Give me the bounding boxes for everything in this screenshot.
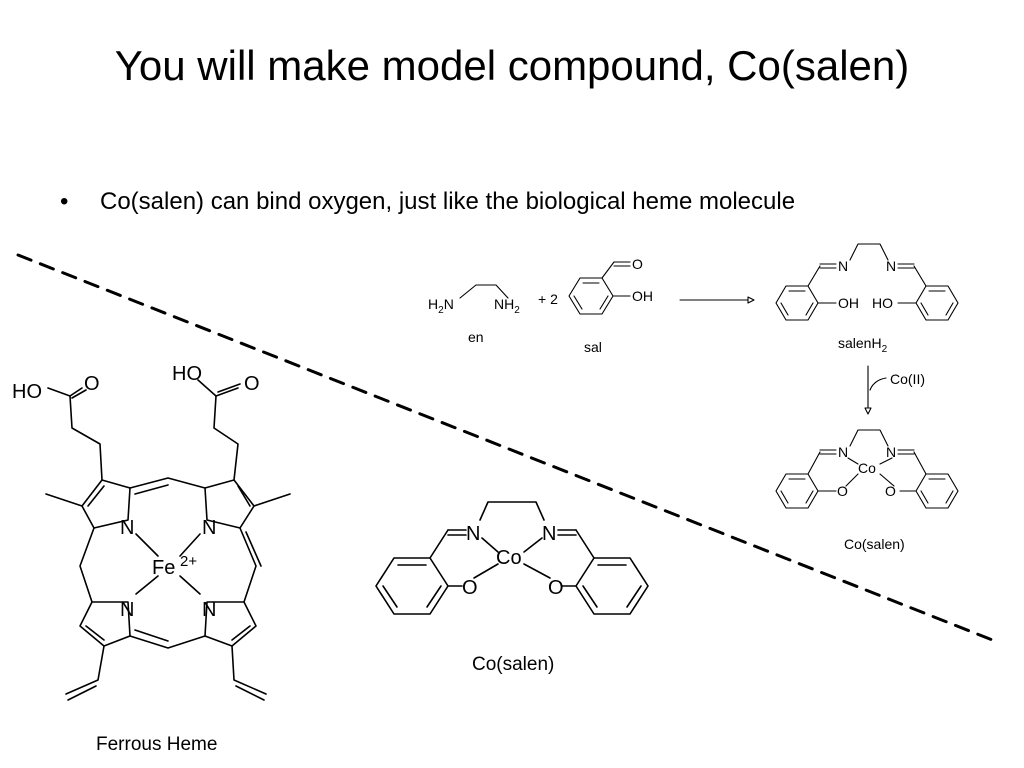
sal-oh: OH bbox=[632, 288, 653, 304]
cosalen-small-n-right: N bbox=[886, 444, 896, 460]
sal-aldehyde-o: O bbox=[632, 256, 643, 272]
heme-o-left: O bbox=[84, 373, 100, 395]
heme-n-bottom-right: N bbox=[202, 599, 216, 621]
reaction-scheme bbox=[459, 243, 959, 509]
salenh2-ho: HO bbox=[872, 295, 893, 311]
bullet-text: Co(salen) can bind oxygen, just like the… bbox=[100, 188, 796, 215]
co-salen-large-co: Co bbox=[496, 547, 522, 569]
co-salen-large-n-left: N bbox=[466, 523, 480, 545]
salenh2-n-right: N bbox=[886, 258, 896, 274]
heme-ho-right: HO bbox=[172, 363, 202, 385]
co-salen-large-n-right: N bbox=[542, 523, 556, 545]
salenh2-n-left: N bbox=[838, 258, 848, 274]
heme-fe: Fe bbox=[152, 557, 175, 579]
heme-ho-left: HO bbox=[12, 381, 42, 403]
heme-n-top-left: N bbox=[120, 517, 134, 539]
co-salen-large-o-left: O bbox=[462, 577, 478, 599]
en-nh2: NH2 bbox=[494, 296, 520, 316]
sal-label: sal bbox=[584, 339, 602, 355]
cosalen-small-label: Co(salen) bbox=[844, 536, 905, 552]
co-salen-large-caption: Co(salen) bbox=[472, 654, 554, 675]
cosalen-small-n-left: N bbox=[838, 444, 848, 460]
heme-charge: 2+ bbox=[180, 553, 197, 570]
bullet-item: • Co(salen) can bind oxygen, just like t… bbox=[60, 186, 795, 218]
dashed-divider bbox=[16, 253, 1002, 645]
salenh2-label: salenH2 bbox=[838, 335, 888, 355]
bullet-dot: • bbox=[60, 188, 69, 215]
en-h2n: H2N bbox=[428, 296, 454, 316]
cosalen-small-o-left: O bbox=[837, 483, 848, 499]
cosalen-small-o-right: O bbox=[885, 483, 896, 499]
co-salen-large-structure bbox=[375, 501, 649, 615]
slide-title: You will make model compound, Co(salen) bbox=[114, 42, 910, 89]
ferrous-heme-structure bbox=[45, 379, 291, 701]
coii-reagent-label: Co(II) bbox=[890, 371, 925, 387]
salenh2-oh: OH bbox=[838, 295, 859, 311]
cosalen-small-co: Co bbox=[858, 460, 876, 476]
co-salen-large-o-right: O bbox=[548, 577, 564, 599]
heme-caption: Ferrous Heme bbox=[96, 734, 217, 755]
heme-o-right: O bbox=[244, 373, 260, 395]
en-label: en bbox=[468, 329, 484, 345]
heme-n-bottom-left: N bbox=[120, 599, 134, 621]
plus-two: + 2 bbox=[538, 291, 558, 307]
heme-n-top-right: N bbox=[202, 517, 216, 539]
